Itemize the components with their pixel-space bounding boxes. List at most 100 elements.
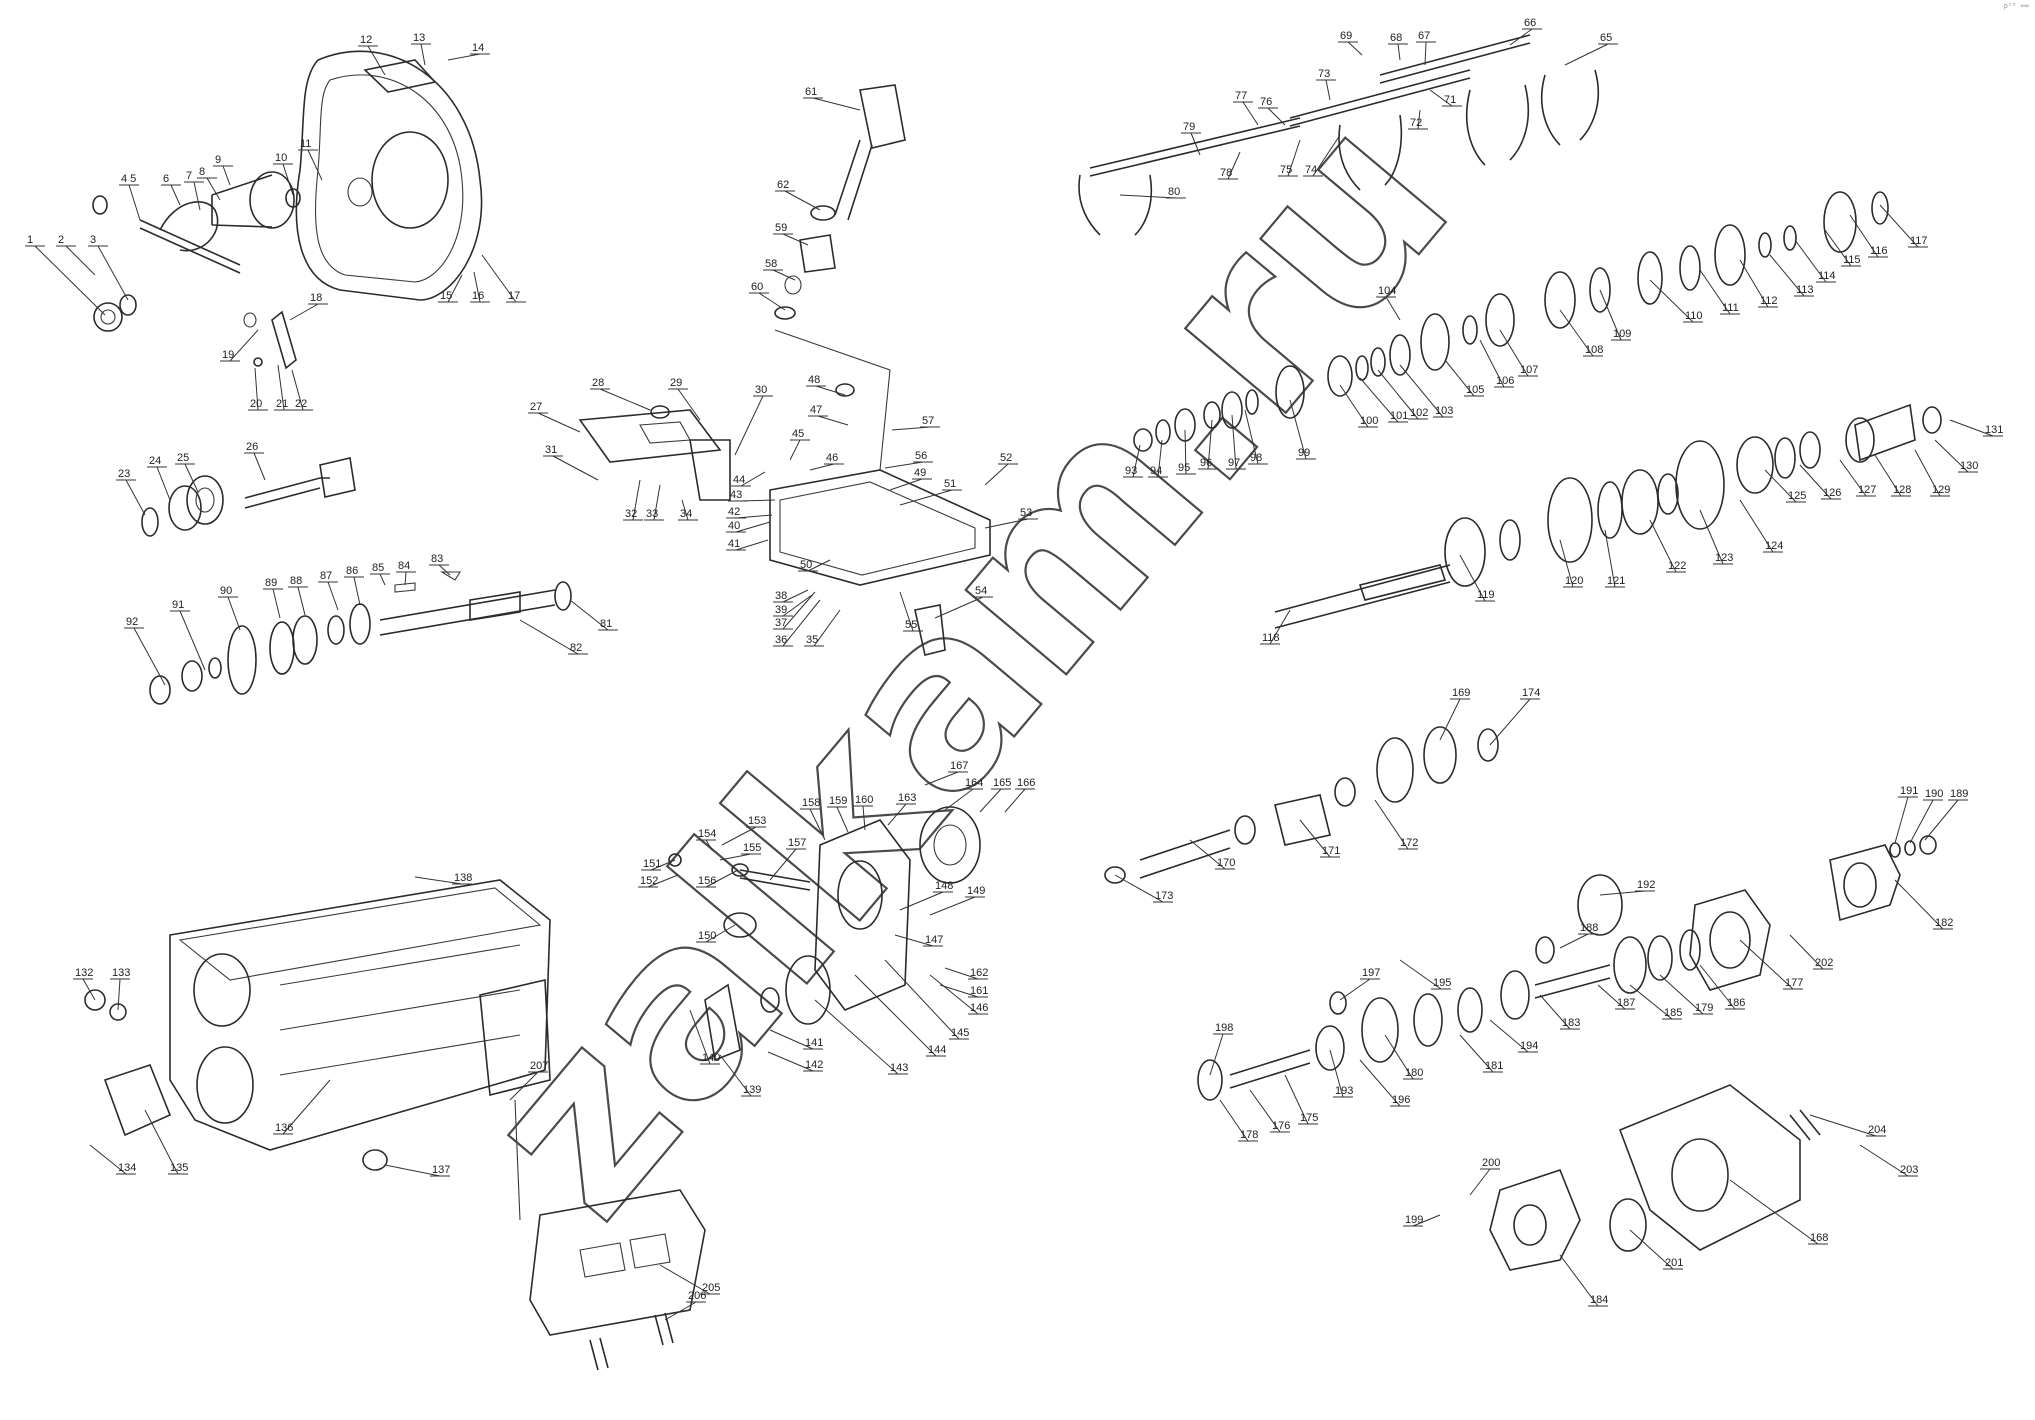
fork-74 bbox=[1338, 114, 1403, 191]
callout-79: 79 bbox=[1181, 121, 1201, 156]
countershaft-spline bbox=[469, 591, 521, 621]
callout-number: 37 bbox=[775, 617, 787, 629]
callout-leader-line bbox=[929, 974, 979, 1015]
callout-53: 53 bbox=[984, 507, 1038, 529]
callout-number: 138 bbox=[454, 872, 472, 884]
callout-165: 165 bbox=[979, 777, 1011, 813]
callout-number: 112 bbox=[1760, 295, 1778, 307]
callout-number: 43 bbox=[730, 489, 742, 501]
callout-104: 104 bbox=[1376, 285, 1401, 321]
callout-33: 33 bbox=[644, 484, 664, 521]
callout-number: 77 bbox=[1235, 90, 1247, 102]
callout-leader-line bbox=[1559, 1254, 1599, 1307]
callout-leader-line bbox=[414, 876, 463, 885]
shaft-170 bbox=[1139, 829, 1231, 879]
callout-87: 87 bbox=[318, 570, 339, 611]
callout-179: 179 bbox=[1659, 974, 1713, 1015]
callout-leader-line bbox=[735, 539, 769, 551]
callout-leader-line bbox=[34, 245, 106, 316]
callout-number: 69 bbox=[1340, 30, 1352, 42]
callout-number: 187 bbox=[1617, 997, 1635, 1009]
bracket-139 bbox=[704, 983, 741, 1062]
callout-leader-line bbox=[1859, 1144, 1909, 1177]
callout-182: 182 bbox=[1894, 879, 1953, 930]
shift-rail-67 bbox=[1379, 34, 1531, 84]
callout-number: 124 bbox=[1765, 540, 1783, 552]
callout-16: 16 bbox=[470, 271, 490, 303]
callout-number: 16 bbox=[472, 290, 484, 302]
callout-leader-line bbox=[1839, 459, 1867, 497]
callout-number: 154 bbox=[698, 828, 716, 840]
callout-number: 114 bbox=[1818, 270, 1836, 282]
callout-leader-line bbox=[1539, 994, 1571, 1030]
callout-leader-line bbox=[569, 599, 609, 631]
callout-leader-line bbox=[984, 518, 1029, 529]
callout-leader-line bbox=[179, 610, 206, 671]
callout-number: 128 bbox=[1893, 484, 1911, 496]
callout-number: 191 bbox=[1900, 785, 1918, 797]
callout-171: 171 bbox=[1299, 819, 1340, 858]
callout-90: 90 bbox=[218, 585, 241, 631]
callout-number: 34 bbox=[680, 508, 692, 520]
callout-leader-line bbox=[1739, 499, 1774, 553]
callout-leader-line bbox=[1649, 519, 1677, 573]
callout-number: 80 bbox=[1168, 186, 1180, 198]
cover-135 bbox=[103, 1064, 172, 1137]
callout-leader-line bbox=[740, 471, 766, 487]
ring-121 bbox=[1597, 481, 1623, 539]
bolt-20 bbox=[253, 357, 263, 367]
callout-34: 34 bbox=[678, 499, 698, 521]
callout-number: 79 bbox=[1183, 121, 1195, 133]
case-rib-3 bbox=[279, 1034, 521, 1076]
callout-leader-line bbox=[1824, 229, 1852, 267]
bushing-45 bbox=[92, 195, 108, 215]
callout-24: 24 bbox=[147, 455, 171, 501]
ring-103 bbox=[1389, 334, 1411, 376]
callout-leader-line bbox=[815, 385, 846, 396]
callout-leader-line bbox=[1190, 132, 1201, 156]
case-136 bbox=[169, 879, 551, 1151]
washer-190 bbox=[1904, 840, 1916, 856]
callout-leader-line bbox=[384, 1164, 441, 1177]
callout-number: 52 bbox=[1000, 452, 1012, 464]
callout-leader-line bbox=[1479, 339, 1505, 388]
callout-number: 174 bbox=[1522, 687, 1540, 699]
callout-number: 162 bbox=[970, 967, 988, 979]
callout-128: 128 bbox=[1874, 454, 1911, 497]
callout-number: 13 bbox=[413, 32, 425, 44]
callout-180: 180 bbox=[1384, 1034, 1423, 1080]
callout-number: 19 bbox=[222, 349, 234, 361]
callout-leader-line bbox=[862, 805, 866, 831]
callout-leader-line bbox=[133, 627, 166, 686]
callout-130: 130 bbox=[1934, 439, 1978, 473]
callout-number: 57 bbox=[922, 415, 934, 427]
housing-177 bbox=[1689, 889, 1771, 991]
synchro-110 bbox=[1637, 251, 1663, 305]
callout-leader-line bbox=[647, 874, 679, 888]
callout-leader-line bbox=[1934, 439, 1969, 473]
callout-leader-line bbox=[297, 586, 306, 616]
callout-number: 189 bbox=[1950, 788, 1968, 800]
callout-68: 68 bbox=[1388, 32, 1408, 61]
callout-94: 94 bbox=[1148, 439, 1168, 478]
cover-184-boss bbox=[1513, 1204, 1547, 1246]
callout-83: 83 bbox=[429, 553, 451, 576]
callout-number: 45 bbox=[792, 428, 804, 440]
callout-leader-line bbox=[289, 303, 319, 321]
callout-number: 202 bbox=[1815, 957, 1833, 969]
gear-183 bbox=[1500, 970, 1530, 1020]
callout-number: 109 bbox=[1613, 328, 1631, 340]
input-shaft bbox=[244, 477, 330, 509]
callout-number: 197 bbox=[1362, 967, 1380, 979]
callout-166: 166 bbox=[1004, 777, 1035, 813]
oring-192 bbox=[1577, 874, 1623, 936]
callout-leader-line bbox=[705, 924, 736, 943]
callout-number: 46 bbox=[826, 452, 838, 464]
callout-145: 145 bbox=[884, 959, 969, 1040]
callout-number: 120 bbox=[1565, 575, 1583, 587]
callout-176: 176 bbox=[1249, 1089, 1290, 1133]
callout-39: 39 bbox=[773, 594, 813, 617]
callout-leader-line bbox=[82, 978, 96, 1001]
callout-13: 13 bbox=[411, 32, 431, 66]
callout-number: 24 bbox=[149, 455, 161, 467]
